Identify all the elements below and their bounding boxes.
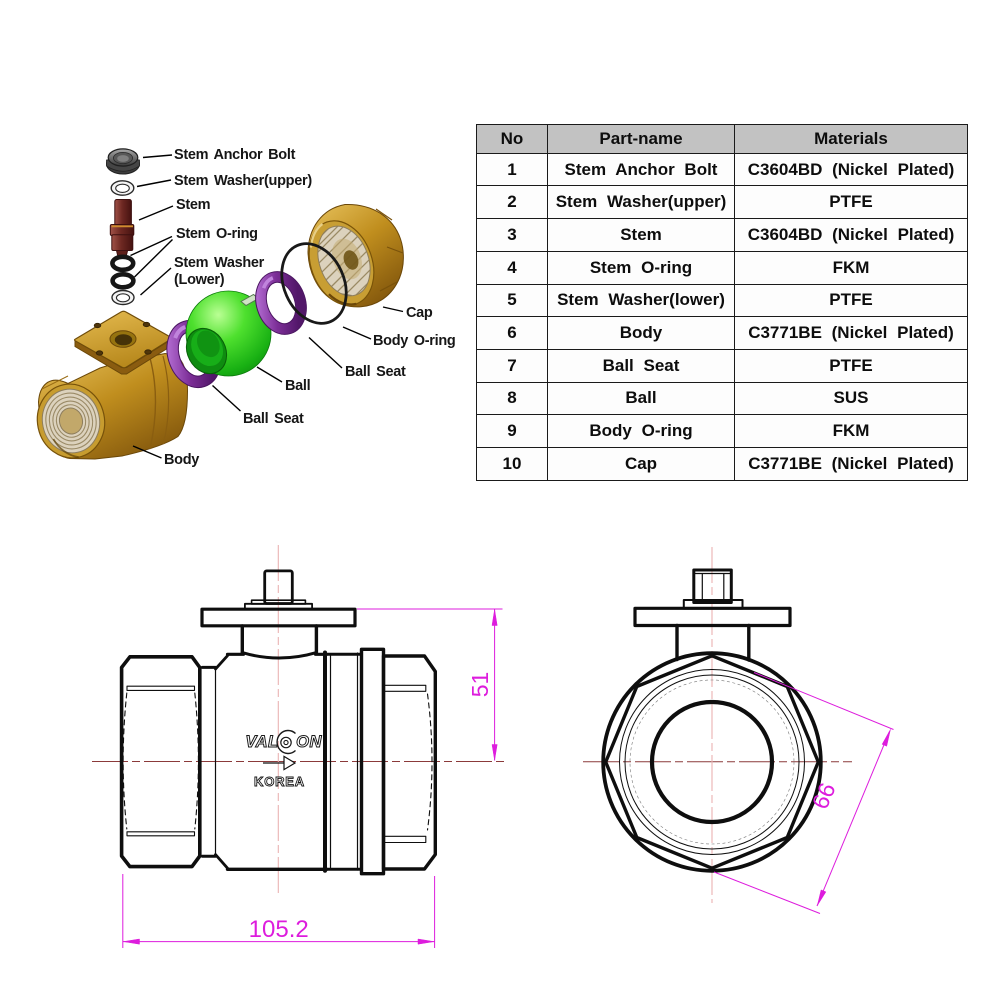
svg-text:51: 51 bbox=[467, 672, 493, 698]
svg-text:VAL: VAL bbox=[245, 733, 278, 751]
svg-text:105.2: 105.2 bbox=[249, 916, 309, 943]
svg-text:KOREA: KOREA bbox=[254, 774, 305, 789]
svg-text:ON: ON bbox=[296, 733, 322, 751]
